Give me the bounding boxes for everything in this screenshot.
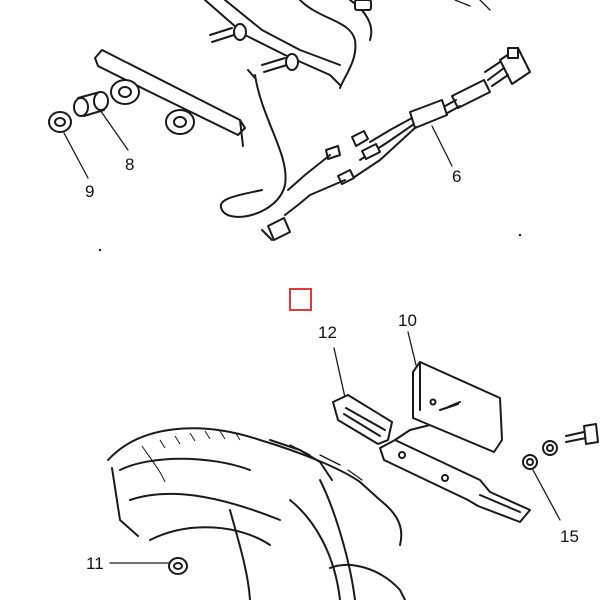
reflector-part-10 <box>412 361 503 453</box>
collar-part-8 <box>73 91 109 117</box>
spacer-part-12 <box>332 394 393 445</box>
callout-15: 15 <box>560 527 579 546</box>
grommet-part-11 <box>168 557 188 575</box>
wire-harness-part-6 <box>219 47 531 241</box>
housing-bolt-left <box>209 23 247 43</box>
callout-10: 10 <box>398 311 417 330</box>
leader-9 <box>63 132 89 179</box>
housing-bolt-right <box>261 53 299 73</box>
license-bracket <box>379 424 531 523</box>
leader-12 <box>333 347 347 403</box>
speck <box>518 233 522 237</box>
leader-8 <box>99 109 129 151</box>
housing-stud-top <box>354 0 372 11</box>
speck <box>98 248 102 252</box>
bolt-right <box>565 423 599 445</box>
callout-6: 6 <box>452 167 461 186</box>
callout-9: 9 <box>85 182 94 201</box>
callout-11: 11 <box>86 554 104 573</box>
callout-12: 12 <box>318 323 337 342</box>
selection-marker <box>289 288 312 311</box>
leader-6 <box>431 125 453 167</box>
washer-2 <box>542 440 558 456</box>
washer-part-15 <box>522 454 538 470</box>
leader-10 <box>407 331 417 366</box>
nut-part-9 <box>48 111 72 133</box>
callout-8: 8 <box>125 155 134 174</box>
lens-bracket <box>94 49 246 147</box>
rear-fender <box>107 427 406 600</box>
tail-lamp-housing <box>204 0 491 89</box>
leader-15 <box>532 469 561 521</box>
